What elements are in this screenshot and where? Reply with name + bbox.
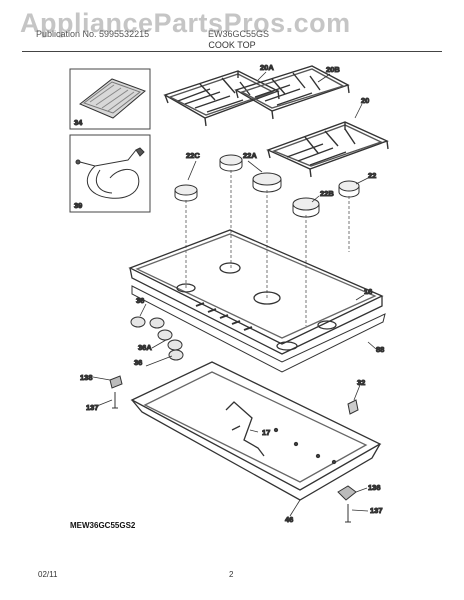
callout-20A: 20A <box>260 63 274 72</box>
callout-20: 20 <box>361 96 369 105</box>
publication-number: Publication No. 5995532215 <box>36 29 150 39</box>
callout-22A: 22A <box>243 151 257 160</box>
header-divider <box>22 51 442 52</box>
cooktop-top <box>128 229 384 355</box>
callout-16: 16 <box>364 287 372 296</box>
fasteners <box>109 375 359 523</box>
gasket <box>131 285 386 373</box>
callout-leaders <box>92 71 377 517</box>
callout-137-right: 137 <box>370 506 383 515</box>
callout-22C: 22C <box>186 151 200 160</box>
footer-date: 02/11 <box>38 570 58 579</box>
callout-39: 39 <box>74 201 82 210</box>
burner-caps <box>174 154 360 218</box>
callout-32: 32 <box>357 378 365 387</box>
callout-36-bottom: 36 <box>134 358 142 367</box>
griddle-inset <box>69 68 151 130</box>
model-header: EW36GC55GS <box>208 29 270 39</box>
grates <box>163 65 389 178</box>
callout-22: 22 <box>368 171 376 180</box>
callout-20B: 20B <box>326 65 340 74</box>
leader-dashes <box>185 170 350 326</box>
callout-88: 88 <box>376 345 384 354</box>
callout-137-left: 137 <box>86 403 99 412</box>
wire-harness-inset <box>69 134 151 213</box>
page-number: 2 <box>229 570 234 579</box>
callout-34: 34 <box>74 118 83 127</box>
watermark-logo: AppliancePartsPros.com <box>20 8 351 38</box>
callout-36A: 36A <box>138 343 152 352</box>
callout-17: 17 <box>262 428 270 437</box>
callout-labels: 20A 20B 20 22C 22A 22B 22 16 36 36A 36 8… <box>74 63 385 525</box>
control-knobs <box>130 316 184 361</box>
callout-36-top: 36 <box>136 296 144 305</box>
callout-138: 138 <box>80 373 93 382</box>
callout-136: 136 <box>368 483 381 492</box>
model-number: MEW36GC55GS2 <box>70 521 136 530</box>
burner-box <box>130 361 382 501</box>
section-title: COOK TOP <box>208 40 256 50</box>
callout-22B: 22B <box>320 189 334 198</box>
callout-46: 46 <box>285 515 293 524</box>
